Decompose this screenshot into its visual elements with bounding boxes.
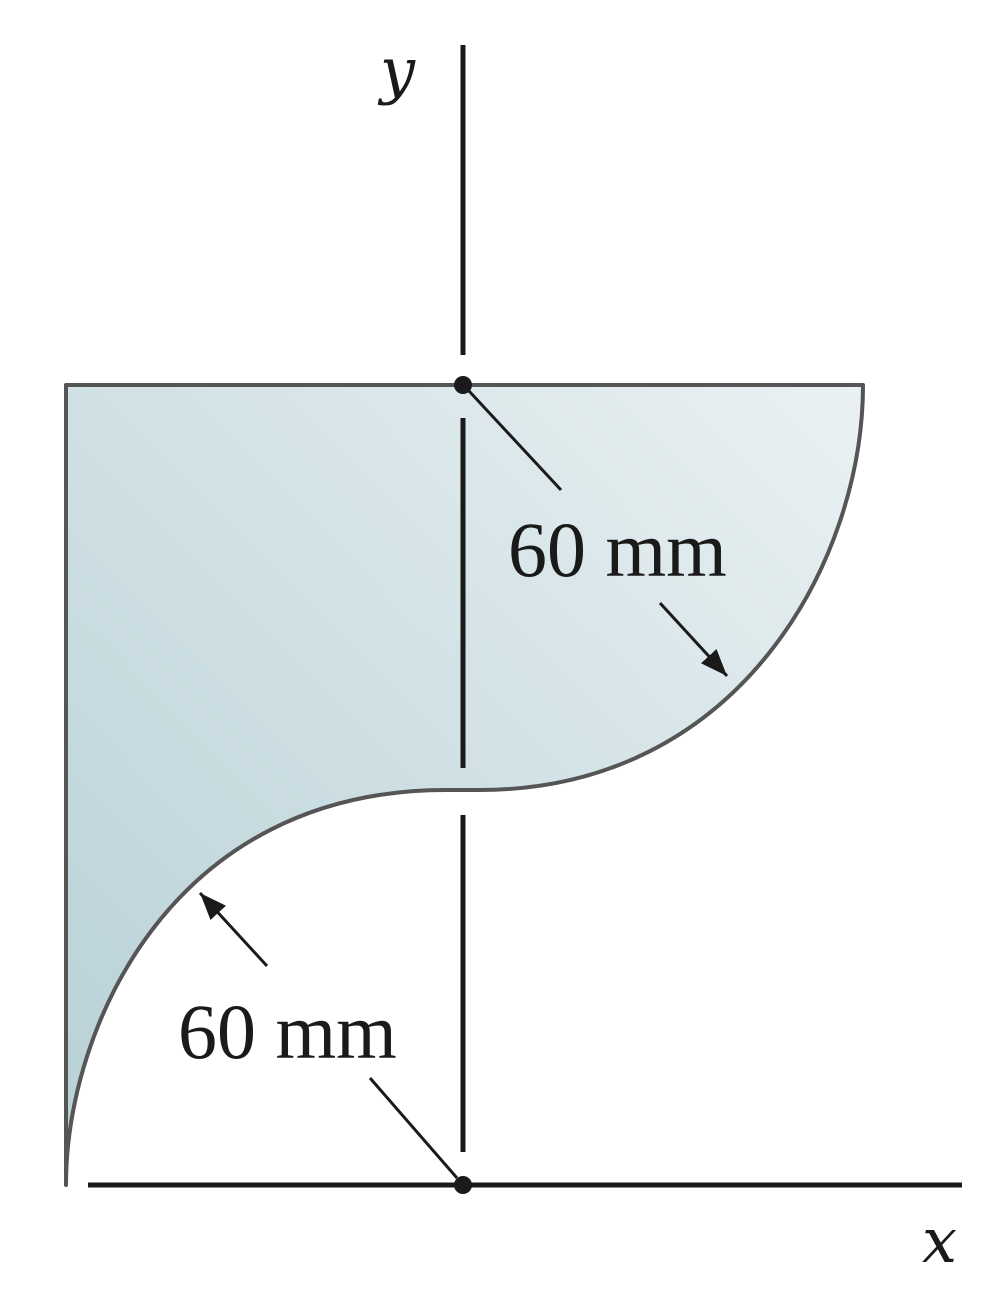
upper-radius-label: 60 mm [508,506,727,593]
upper-radius-arrow [658,601,729,678]
shaded-area [64,383,865,1187]
origin-point [454,1176,472,1194]
upper-radius-leader [467,389,563,492]
y-axis-label: y [377,34,416,107]
lower-radius-label: 60 mm [178,988,397,1075]
lower-radius-arrow [198,891,269,968]
lower-radius-leader [368,1077,459,1179]
upper-center-point [454,376,472,394]
x-axis-label: x [922,1204,957,1277]
